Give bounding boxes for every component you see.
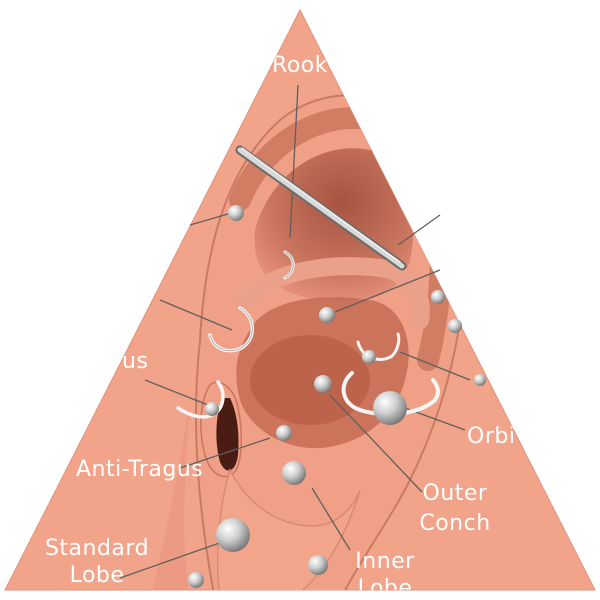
face-shading [150, 400, 190, 590]
label-inner-lobe-line2: Lobe [358, 576, 413, 600]
ear-lobe [216, 467, 361, 590]
label-outer-conch-line1: Outer [423, 481, 488, 506]
leader-tragus [144, 379, 209, 406]
label-outer-conch-line2: Conch [419, 511, 490, 536]
leader-snug [334, 269, 441, 313]
leader-helix-ring [159, 299, 233, 331]
ball-stud-icon [188, 572, 204, 588]
industrial-bar-icon [235, 145, 407, 271]
ball-stud-icon [228, 205, 244, 221]
label-anti-tragus: Anti-Tragus [76, 457, 203, 482]
leader-forward-helix [189, 213, 229, 226]
label-rook: Rook [272, 53, 328, 78]
ear-antihelix [236, 257, 430, 329]
ball-stud-icon [319, 307, 335, 323]
ball-stud-icon [373, 391, 407, 425]
ball-stud-icon [276, 425, 292, 441]
leader-daith [399, 351, 471, 381]
leader-inner-lobe [311, 487, 351, 551]
label-orbital: Orbi [467, 424, 515, 449]
leader-outer-conch [329, 394, 423, 493]
label-tragus: us [122, 349, 148, 374]
labels: Rook us Anti-Tragus Standard Lobe Inner … [45, 53, 515, 600]
ball-stud-icon [216, 518, 250, 552]
ball-stud-icon [474, 374, 486, 386]
ear-conch-inner [250, 335, 370, 425]
ball-stud-icon [431, 290, 445, 304]
leader-industrial [397, 214, 441, 246]
jewelry [176, 145, 486, 588]
ear-canal [216, 398, 239, 471]
ball-stud-icon [362, 350, 376, 364]
label-standard-lobe-line1: Standard [45, 536, 149, 561]
leader-rook [289, 84, 299, 239]
ball-stud-icon [282, 461, 306, 485]
ball-stud-icon [308, 555, 328, 575]
ball-stud-icon [448, 319, 462, 333]
ball-stud-icon [205, 402, 219, 416]
label-standard-lobe-line2: Lobe [70, 563, 125, 588]
leader-anti-tragus [179, 437, 271, 469]
leader-standard-lobe [119, 539, 229, 579]
ball-stud-icon [314, 375, 332, 393]
label-inner-lobe-line1: Inner [355, 549, 415, 574]
